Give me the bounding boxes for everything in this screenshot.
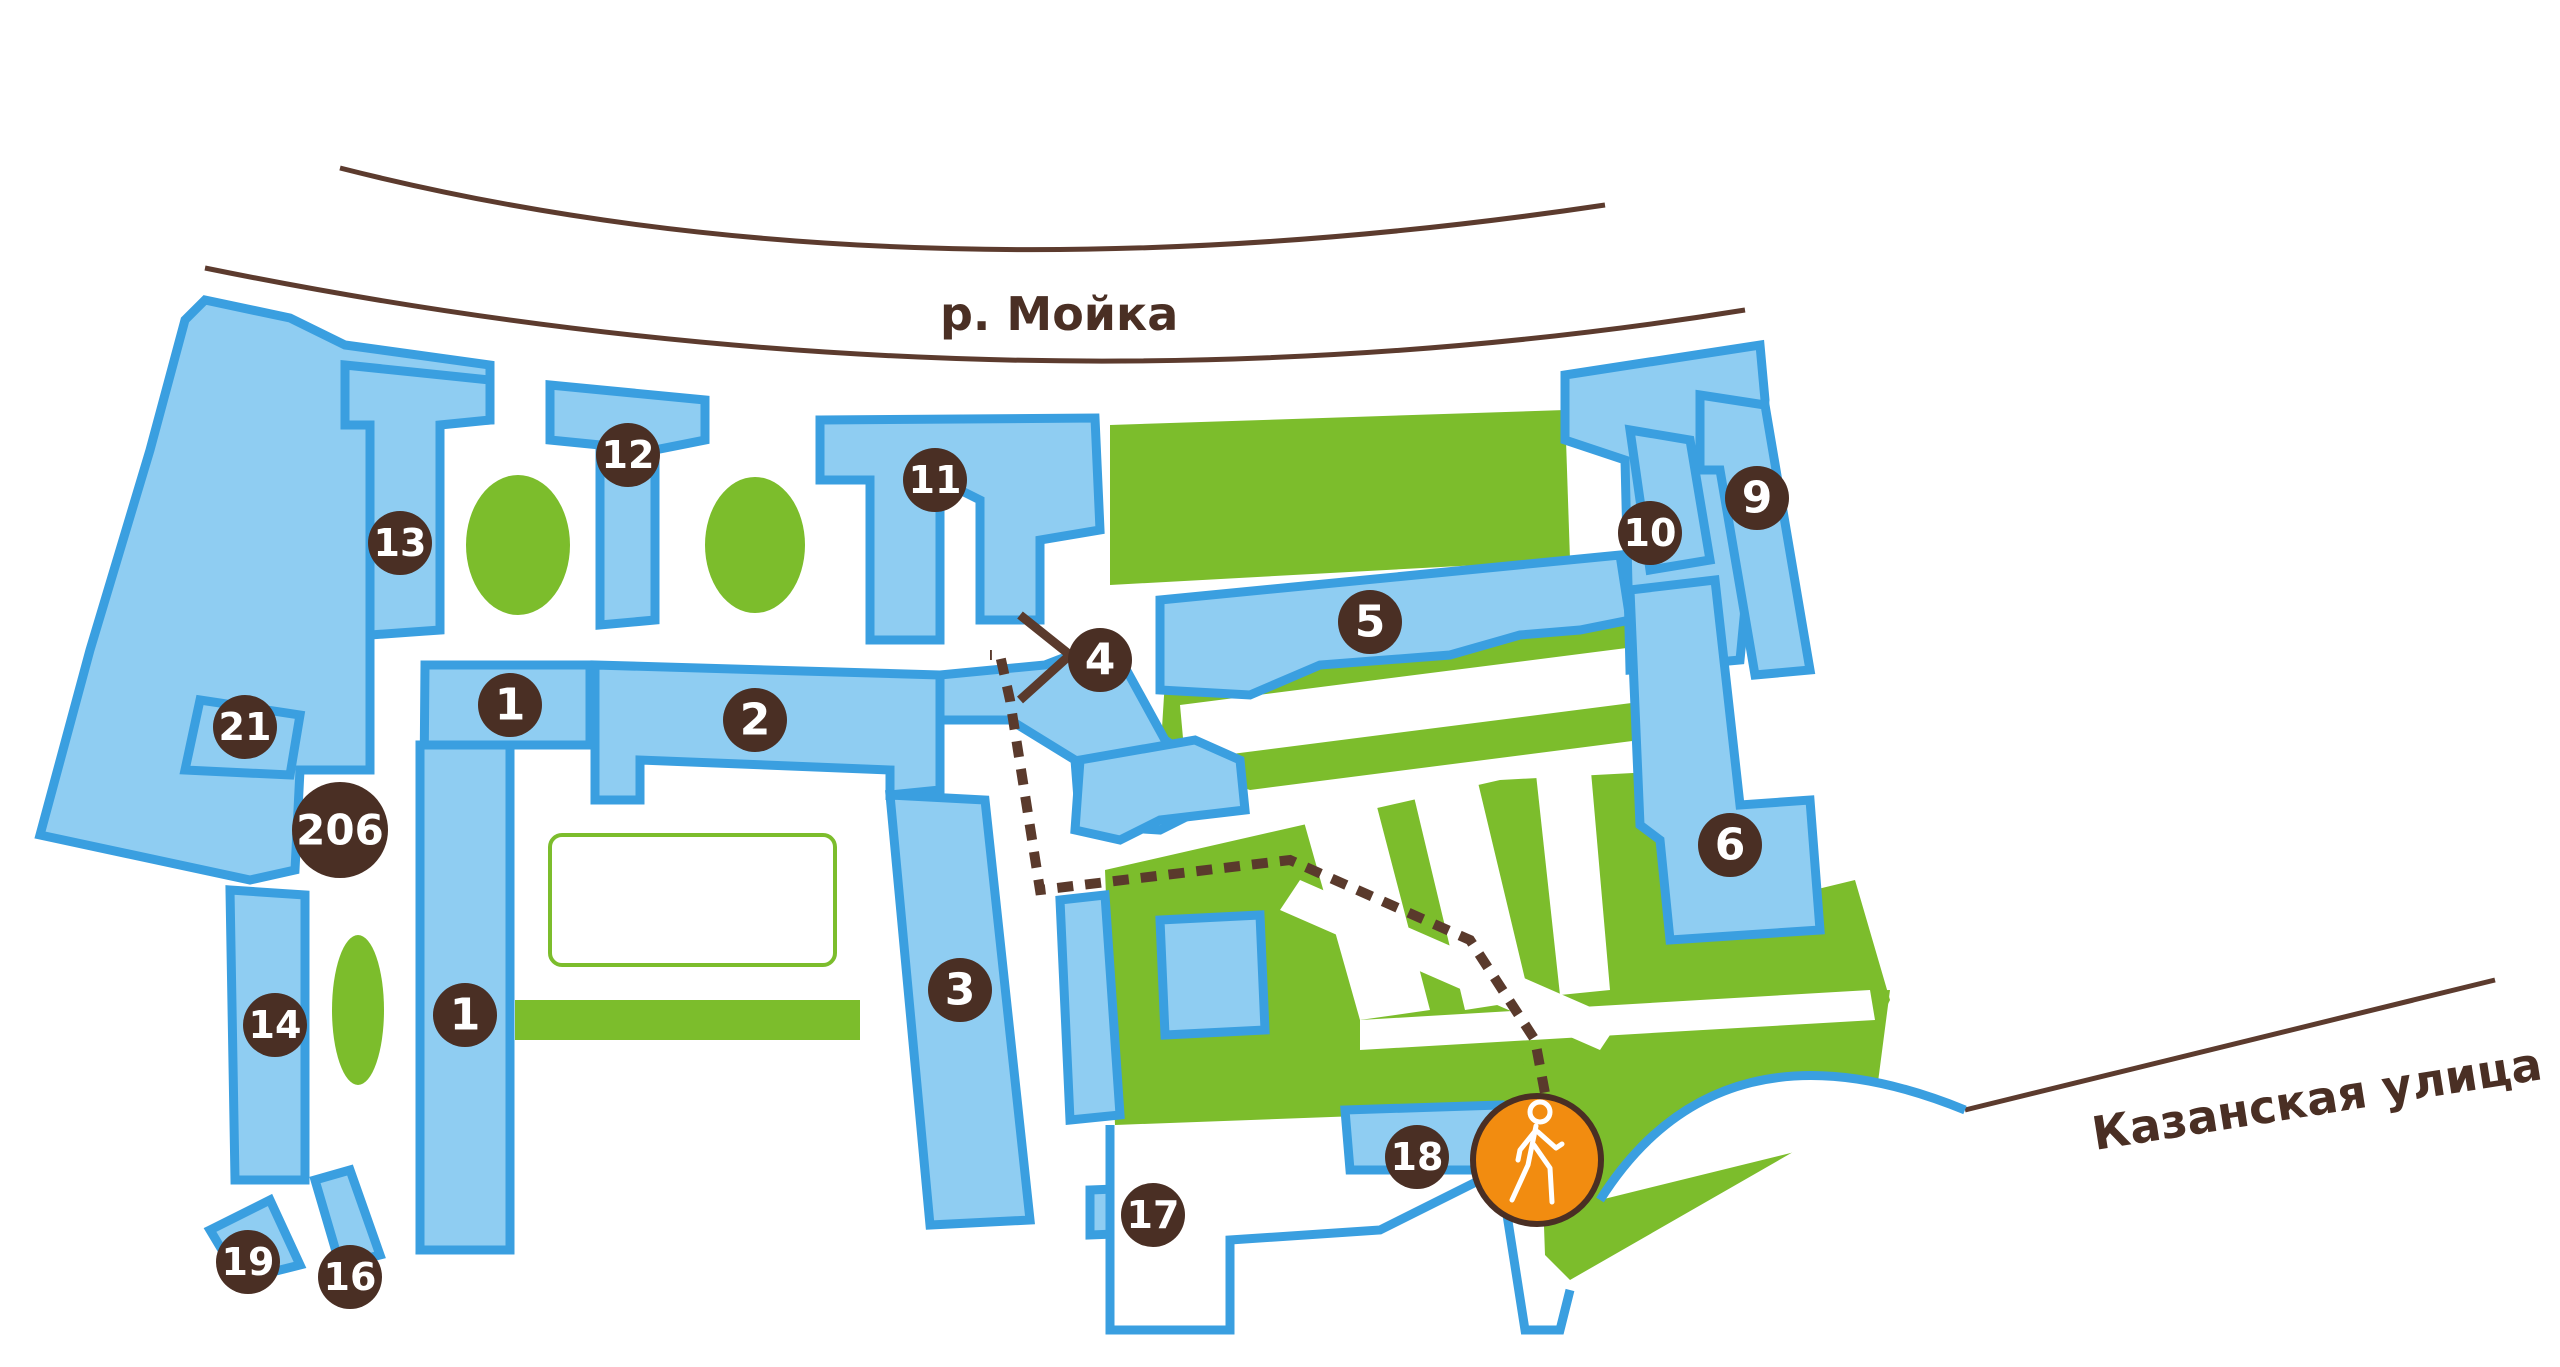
- building-label-21[interactable]: 21: [213, 695, 277, 759]
- round-plaza-edge: [1596, 1071, 1967, 1203]
- svg-text:13: 13: [374, 521, 427, 565]
- south-courtyard-outline: [1105, 1125, 1575, 1335]
- lawn-oval-13: [466, 475, 570, 615]
- kazanskaya-line: [1964, 977, 2496, 1113]
- building-label-13[interactable]: 13: [368, 511, 432, 575]
- building-label-10[interactable]: 10: [1618, 501, 1682, 565]
- building-13: [340, 360, 495, 640]
- kazanskaya-street: Казанская улица: [1964, 977, 2545, 1161]
- svg-text:21: 21: [219, 705, 272, 749]
- svg-text:1: 1: [450, 990, 481, 1041]
- svg-text:5: 5: [1355, 597, 1386, 648]
- svg-text:2: 2: [740, 695, 771, 746]
- building-west-wing: [34, 295, 495, 885]
- building-label-1-south[interactable]: 1: [433, 983, 497, 1047]
- central-courtyard: [548, 833, 837, 967]
- moika-label: р. Мойка: [940, 287, 1178, 341]
- building-label-1-north[interactable]: 1: [478, 673, 542, 737]
- moika-north-bank: [339, 165, 1606, 253]
- building-9: [1695, 389, 1816, 680]
- building-label-19[interactable]: 19: [216, 1230, 280, 1294]
- kazanskaya-label: Казанская улица: [2088, 1036, 2545, 1160]
- svg-text:10: 10: [1624, 511, 1677, 555]
- building-12: [545, 380, 710, 630]
- building-label-14[interactable]: 14: [243, 993, 307, 1057]
- garden-paths: [1180, 645, 1875, 1050]
- svg-text:16: 16: [324, 1255, 377, 1299]
- walking-person-icon: [1509, 1099, 1565, 1205]
- svg-text:4: 4: [1085, 635, 1116, 686]
- svg-text:17: 17: [1127, 1193, 1180, 1237]
- lawn-oval-14: [332, 935, 384, 1085]
- moika-south-bank: [204, 265, 1746, 364]
- lawn-northeast: [1110, 410, 1570, 585]
- svg-text:12: 12: [602, 433, 655, 477]
- svg-text:206: 206: [296, 806, 384, 855]
- svg-text:1: 1: [495, 680, 526, 731]
- building-label-3[interactable]: 3: [928, 958, 992, 1022]
- svg-text:3: 3: [945, 965, 976, 1016]
- entrance-marker[interactable]: [1470, 1093, 1604, 1227]
- building-label-17[interactable]: 17: [1121, 1183, 1185, 1247]
- svg-text:11: 11: [909, 458, 962, 502]
- building-16: [309, 1164, 386, 1271]
- svg-text:6: 6: [1715, 820, 1746, 871]
- building-label-11[interactable]: 11: [903, 448, 967, 512]
- svg-text:14: 14: [249, 1003, 302, 1047]
- building-label-2[interactable]: 2: [723, 688, 787, 752]
- building-label-4[interactable]: 4: [1068, 628, 1132, 692]
- building-label-12[interactable]: 12: [596, 423, 660, 487]
- building-label-6[interactable]: 6: [1698, 813, 1762, 877]
- svg-text:9: 9: [1742, 473, 1773, 524]
- svg-text:19: 19: [222, 1240, 275, 1284]
- building-strip-west: [1055, 890, 1125, 1125]
- moika-embankment: р. Мойка: [204, 165, 1746, 364]
- building-square: [1155, 910, 1270, 1040]
- walking-route: [990, 650, 1555, 1121]
- building-center-block: [1070, 735, 1250, 845]
- building-11: [815, 413, 1105, 645]
- lawn-oval-12: [705, 477, 805, 613]
- lawn-south-strip: [515, 1000, 860, 1040]
- svg-text:18: 18: [1391, 1135, 1444, 1179]
- building-label-18[interactable]: 18: [1385, 1125, 1449, 1189]
- building-6: [1625, 575, 1825, 945]
- building-label-206[interactable]: 206: [292, 782, 388, 878]
- building-label-9[interactable]: 9: [1725, 466, 1789, 530]
- building-label-5[interactable]: 5: [1338, 590, 1402, 654]
- building-label-16[interactable]: 16: [318, 1245, 382, 1309]
